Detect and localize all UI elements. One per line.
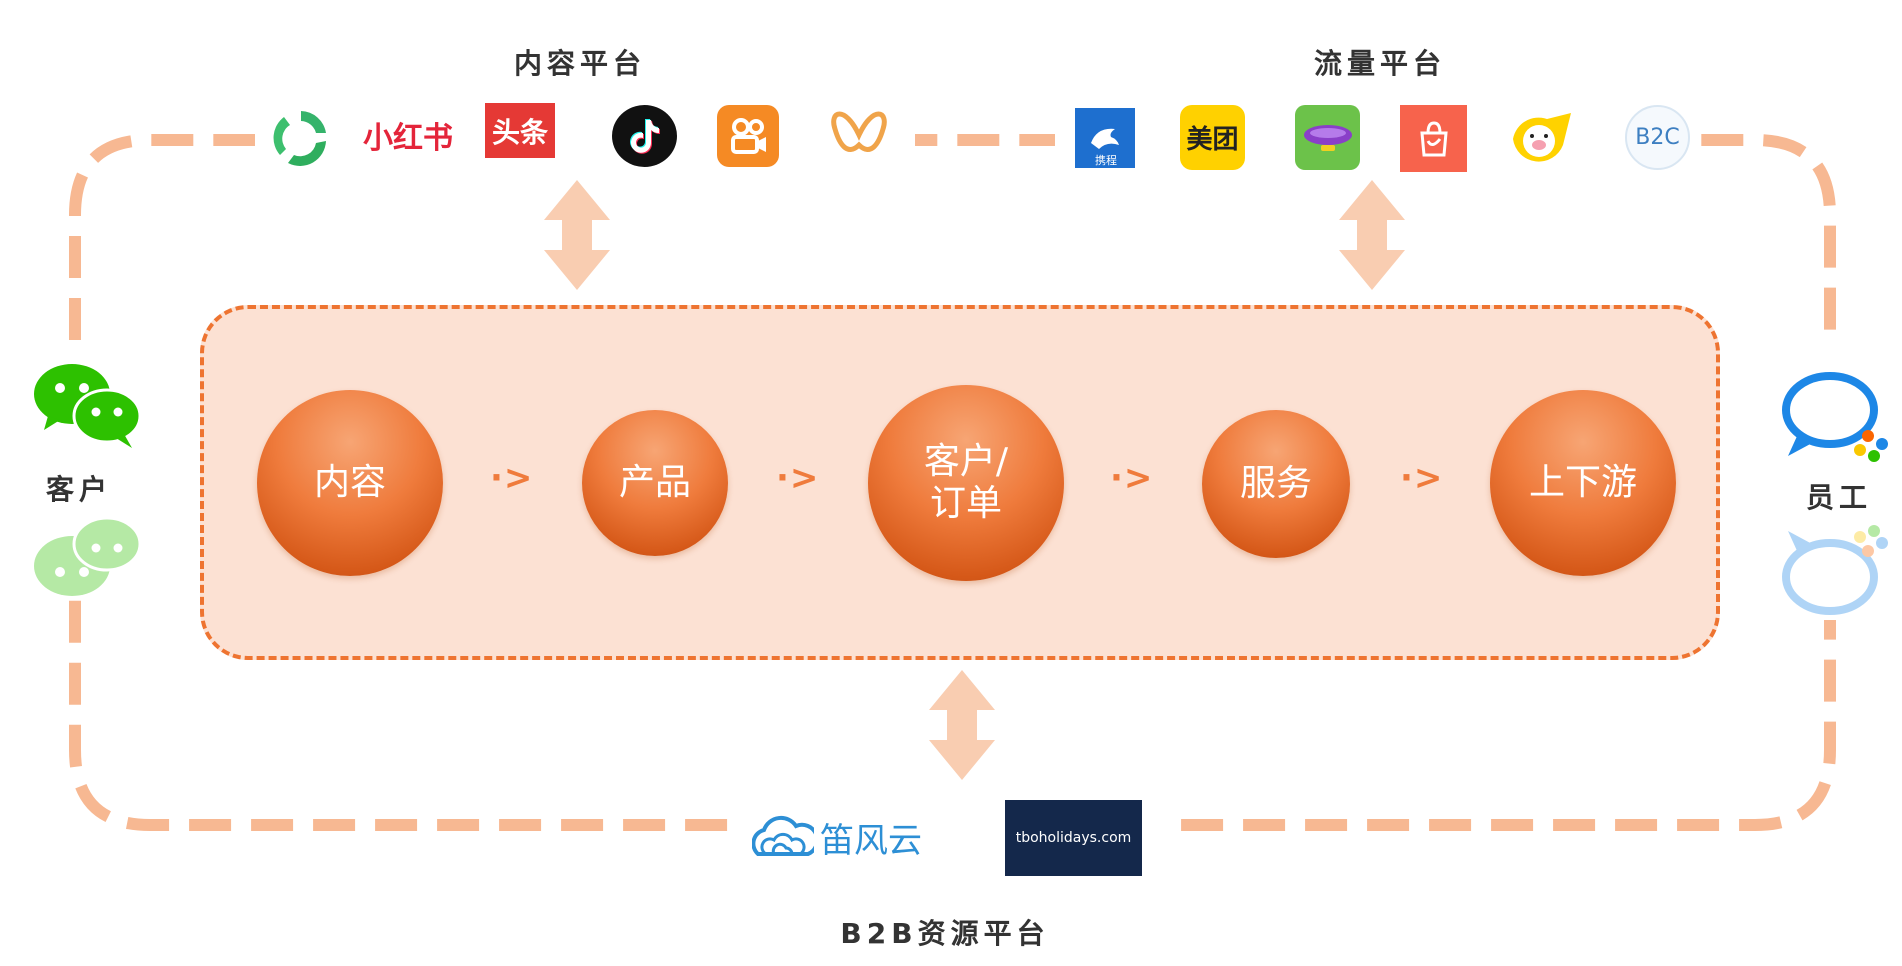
- wechat-icon: [30, 360, 145, 450]
- flow-node-customer-order-label: 客户/ 订单: [923, 441, 1009, 524]
- flow-node-content-label: 内容: [313, 462, 386, 503]
- customer-label: 客户: [46, 473, 113, 506]
- difengyun-text: 笛风云: [820, 820, 922, 861]
- flow-arrow-2: ·>: [776, 458, 820, 498]
- b2c-icon: B2C: [1625, 105, 1690, 170]
- ctrip-icon: 携程: [1075, 108, 1135, 168]
- flow-node-customer-order: 客户/ 订单: [868, 385, 1064, 581]
- toutiao-logo: 头条: [485, 103, 555, 158]
- flow-arrow-4: ·>: [1400, 458, 1444, 498]
- shopping-bag-icon: [1400, 105, 1467, 172]
- work-wechat-icon: [1778, 368, 1893, 463]
- flow-node-product-label: 产品: [618, 462, 691, 503]
- employee-label: 员工: [1806, 481, 1873, 514]
- double-arrow-traffic: [1339, 180, 1405, 290]
- recycle-icon: [266, 105, 336, 170]
- double-arrow-b2b: [929, 670, 995, 780]
- toutiao-text: 头条: [491, 115, 548, 149]
- tboholidays-text: tboholidays.com: [1015, 830, 1132, 846]
- work-wechat-reflection-icon: [1778, 525, 1893, 620]
- double-arrow-content: [544, 180, 610, 290]
- flow-arrow-1: ·>: [490, 458, 534, 498]
- flow-node-product: 产品: [582, 410, 728, 556]
- flow-arrow-3: ·>: [1110, 458, 1154, 498]
- wechat-reflection-icon: [30, 510, 145, 600]
- content-platform-title: 内容平台: [513, 47, 646, 80]
- flow-node-service-label: 服务: [1239, 463, 1312, 504]
- fliggy-icon: [1505, 105, 1575, 170]
- traffic-platform-title: 流量平台: [1313, 47, 1446, 80]
- flow-node-service: 服务: [1202, 410, 1350, 558]
- flow-node-supply-chain-label: 上下游: [1528, 462, 1637, 503]
- b2b-platform-title: B2B资源平台: [840, 917, 1050, 950]
- butterfly-icon: [825, 105, 893, 167]
- meituan-logo: 美团: [1180, 105, 1245, 170]
- airship-icon: [1295, 105, 1360, 170]
- xiaohongshu-text: 小红书: [363, 120, 453, 156]
- meituan-text: 美团: [1186, 125, 1239, 155]
- tboholidays-logo: tboholidays.com: [1005, 800, 1142, 876]
- kuaishou-icon: [717, 105, 779, 167]
- flow-node-supply-chain: 上下游: [1490, 390, 1676, 576]
- cloud-icon: 笛风云: [752, 808, 937, 866]
- tiktok-icon: [612, 105, 677, 167]
- ctrip-text: 携程: [1095, 154, 1117, 167]
- flow-node-content: 内容: [257, 390, 443, 576]
- xiaohongshu-logo: 小红书: [358, 112, 458, 157]
- b2c-text: B2C: [1635, 125, 1680, 150]
